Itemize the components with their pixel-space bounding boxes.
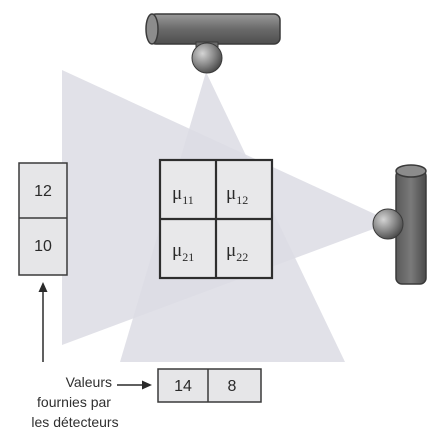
bottom-detector-value-left: 14	[174, 378, 192, 395]
left-detector: 12 10	[18, 162, 68, 276]
matrix-cell-mu12: μ12	[226, 183, 248, 207]
up-arrow-icon	[38, 282, 48, 362]
attenuation-matrix: μ11 μ12 μ21 μ22	[158, 158, 274, 280]
bottom-detector-value-right: 8	[228, 378, 237, 395]
bottom-detector: 14 8	[157, 368, 262, 403]
matrix-cell-mu11: μ11	[172, 183, 194, 207]
left-detector-value-bottom: 10	[34, 238, 52, 255]
right-arrow-icon	[117, 380, 152, 390]
left-detector-value-top: 12	[34, 183, 52, 200]
caption-valeurs: Valeurs	[65, 374, 112, 390]
matrix-cell-mu21: μ21	[172, 240, 194, 264]
caption-les-detecteurs: les détecteurs	[31, 414, 119, 430]
caption-fournies-par: fournies par	[37, 394, 111, 410]
top-source-icon	[145, 13, 281, 74]
matrix-cell-mu22: μ22	[226, 240, 248, 264]
right-source-icon	[372, 164, 427, 285]
